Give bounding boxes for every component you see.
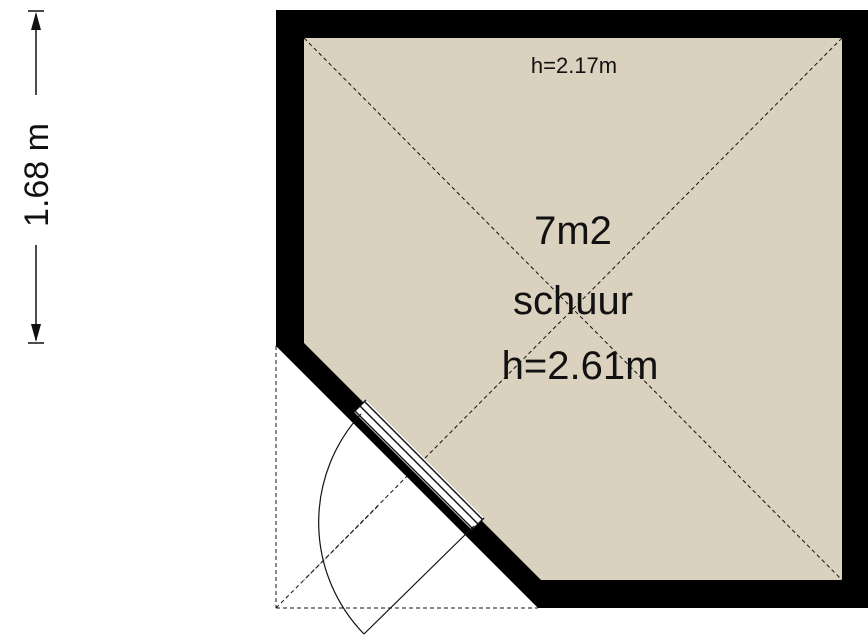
corner-dashed-diagonal: [275, 505, 379, 609]
door-leaf: [363, 525, 475, 635]
door-frame-line-3: [354, 410, 474, 530]
dimension-label: 1.68 m: [18, 123, 56, 227]
room-name: schuur: [513, 279, 633, 323]
dimension-arrow-bottom: [31, 324, 41, 342]
sloped-ceiling-height: h=2.17m: [531, 53, 617, 78]
floor-diagonal-2: [303, 37, 843, 581]
room-height: h=2.61m: [502, 344, 659, 388]
door-swing-arc: [318, 413, 365, 635]
door-frame-line-2: [364, 401, 484, 521]
dimension-arrow-top: [31, 12, 41, 30]
door-frame-line-1: [359, 405, 479, 525]
room-area: 7m2: [534, 209, 612, 253]
door-jamb-bottom: [471, 517, 485, 531]
door-jamb-top: [353, 399, 367, 413]
